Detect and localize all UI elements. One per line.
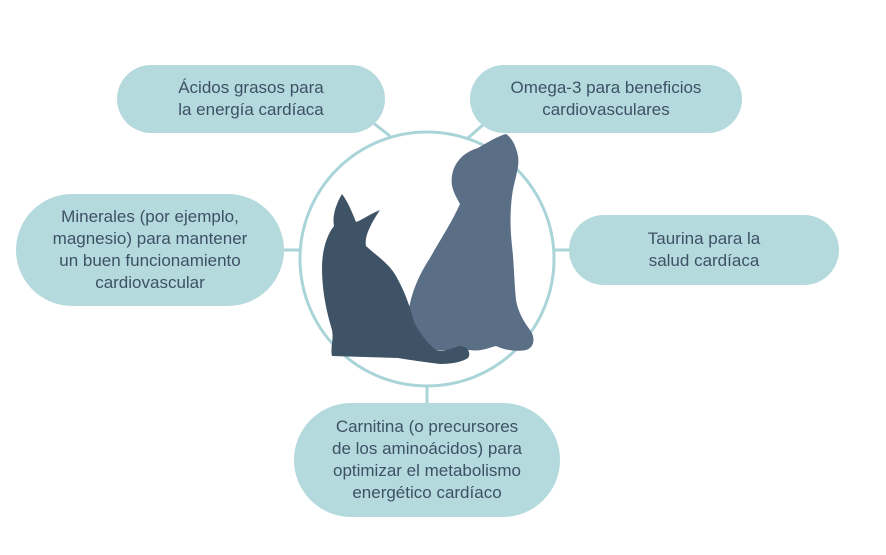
node-label: Minerales (por ejemplo, magnesio) para m… (52, 207, 248, 292)
node-omega-3: Omega-3 para beneficios cardiovasculares (470, 65, 742, 133)
node-label: Omega-3 para beneficios cardiovasculares (510, 78, 702, 119)
node-minerals: Minerales (por ejemplo, magnesio) para m… (16, 194, 284, 306)
node-carnitine: Carnitina (o precursores de los aminoáci… (294, 403, 560, 517)
cat-silhouette (322, 194, 470, 364)
node-label: Taurina para la salud cardíaca (647, 229, 761, 270)
dog-silhouette (407, 134, 534, 352)
node-label: Ácidos grasos para la energía cardíaca (178, 78, 324, 119)
node-fatty-acids: Ácidos grasos para la energía cardíaca (117, 65, 385, 133)
node-label: Carnitina (o precursores de los aminoáci… (332, 417, 522, 502)
node-taurine: Taurina para la salud cardíaca (569, 215, 839, 285)
